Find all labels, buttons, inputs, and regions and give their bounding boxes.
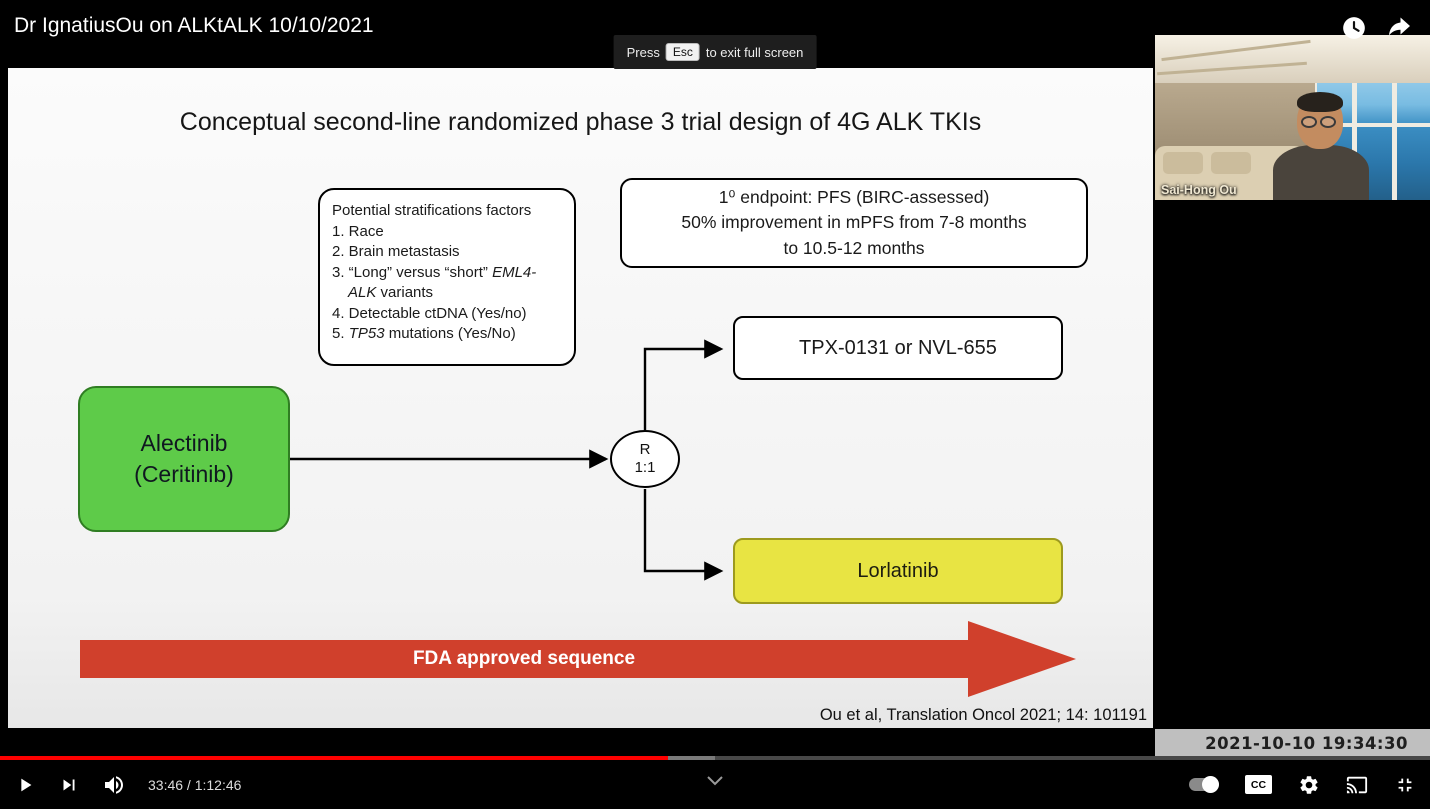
progress-played xyxy=(0,756,668,760)
endpoint-line1: 1⁰ endpoint: PFS (BIRC-assessed) xyxy=(718,186,990,207)
clock-icon xyxy=(1343,16,1365,39)
play-button[interactable] xyxy=(14,774,36,796)
stratification-item: 4. Detectable ctDNA (Yes/no) xyxy=(332,304,527,322)
cast-icon xyxy=(1346,776,1368,793)
arm-bottom-box: Lorlatinib xyxy=(733,538,1063,604)
fullscreen-toast: Press Esc to exit full screen xyxy=(613,35,817,69)
fullscreen-exit-button[interactable] xyxy=(1394,774,1416,796)
progress-bar[interactable] xyxy=(0,756,1430,760)
play-icon xyxy=(21,778,32,791)
webcam-video: Sai-Hong Ou xyxy=(1155,35,1430,200)
cc-icon: CC xyxy=(1245,775,1272,794)
share-arrow-icon xyxy=(1389,17,1410,36)
stratification-item: 5. TP53 mutations (Yes/No) xyxy=(332,325,516,343)
video-title: Dr IgnatiusOu on ALKtALK 10/10/2021 xyxy=(14,14,374,37)
randomization-letter: R xyxy=(639,441,651,458)
time-display: 33:46 / 1:12:46 xyxy=(148,776,242,793)
recording-timestamp: 2021-10-10 19:34:30 xyxy=(1155,729,1430,758)
next-button[interactable] xyxy=(58,774,80,796)
fda-arrow: FDA approved sequence xyxy=(80,640,968,678)
autoplay-icon xyxy=(1189,776,1219,793)
cushion xyxy=(1163,152,1203,174)
arm-top-box: TPX-0131 or NVL-655 xyxy=(733,316,1063,380)
presentation-slide: Conceptual second-line randomized phase … xyxy=(8,68,1153,728)
window-frame xyxy=(1352,35,1357,200)
ceiling-beam xyxy=(1161,39,1311,62)
toast-suffix: to exit full screen xyxy=(705,44,804,60)
endpoint-line2: 50% improvement in mPFS from 7-8 months xyxy=(681,212,1027,233)
volume-button[interactable] xyxy=(102,773,126,797)
cushion xyxy=(1211,152,1251,174)
source-line1: Alectinib xyxy=(140,429,228,456)
presenter-body xyxy=(1273,145,1369,200)
next-icon xyxy=(63,779,75,790)
esc-key-label: Esc xyxy=(665,43,700,61)
autoplay-toggle[interactable] xyxy=(1189,776,1219,793)
window-frame xyxy=(1312,123,1430,127)
stratification-item: 3. “Long” versus “short” EML4-ALK varian… xyxy=(332,263,537,302)
endpoint-box: 1⁰ endpoint: PFS (BIRC-assessed) 50% imp… xyxy=(620,178,1088,268)
flow-arrows xyxy=(290,339,724,581)
randomization-ratio: 1:1 xyxy=(634,459,656,476)
stratification-box: Potential stratifications factors 1. Rac… xyxy=(318,188,576,366)
randomization-circle: R 1:1 xyxy=(610,430,680,488)
ceiling-beam xyxy=(1157,61,1307,76)
gear-icon xyxy=(1300,775,1318,794)
window-frame xyxy=(1392,35,1397,200)
chevron-down-icon xyxy=(707,776,723,786)
glasses-icon xyxy=(1301,116,1339,128)
fda-arrow-head xyxy=(968,621,1076,697)
presenter-hair xyxy=(1297,92,1343,112)
toast-prefix: Press xyxy=(626,44,660,60)
collapse-chevron-button[interactable] xyxy=(707,774,723,789)
presenter-name-label: Sai-Hong Ou xyxy=(1161,183,1237,197)
fullscreen-exit-icon xyxy=(1398,778,1412,791)
stratification-item: 1. Race xyxy=(332,222,384,240)
source-treatment-box: Alectinib (Ceritinib) xyxy=(78,386,290,532)
cam-ceiling xyxy=(1155,35,1430,83)
stratification-item: 2. Brain metastasis xyxy=(332,243,460,261)
citation: Ou et al, Translation Oncol 2021; 14: 10… xyxy=(819,706,1147,724)
endpoint-line3: to 10.5-12 months xyxy=(783,237,925,258)
source-line2: (Ceritinib) xyxy=(134,461,234,487)
presenter-face xyxy=(1297,92,1343,149)
settings-button[interactable] xyxy=(1298,774,1320,796)
captions-button[interactable]: CC xyxy=(1245,775,1272,794)
player-controls: 33:46 / 1:12:46 CC xyxy=(0,760,1430,809)
share-button[interactable] xyxy=(1384,14,1414,44)
cast-button[interactable] xyxy=(1346,774,1368,796)
stratification-heading: Potential stratifications factors xyxy=(332,202,532,219)
volume-icon xyxy=(105,775,123,794)
watch-later-button[interactable] xyxy=(1339,14,1369,44)
fda-arrow-label: FDA approved sequence xyxy=(412,648,636,669)
slide-title: Conceptual second-line randomized phase … xyxy=(179,108,982,136)
